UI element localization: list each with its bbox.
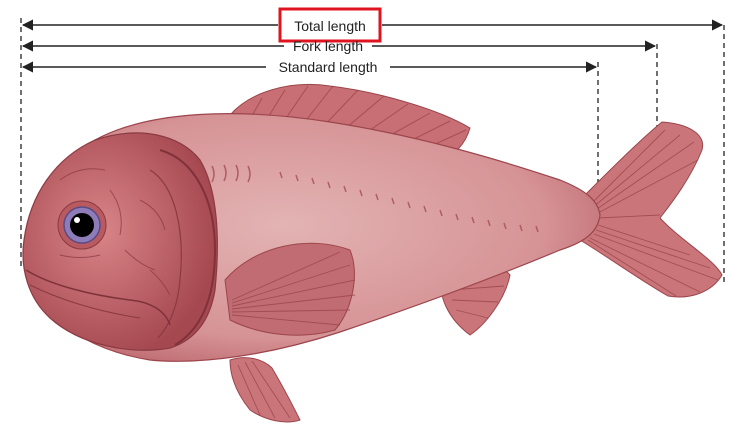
fish-illustration bbox=[23, 84, 722, 421]
standard-length-dimension: Standard length bbox=[23, 59, 596, 75]
standard-length-label: Standard length bbox=[279, 59, 378, 75]
fish-eye bbox=[58, 201, 106, 249]
pelvic-fin bbox=[230, 358, 300, 422]
fish-head bbox=[23, 133, 217, 350]
fork-length-dimension: Fork length bbox=[23, 38, 655, 54]
total-length-label: Total length bbox=[294, 18, 366, 34]
fork-length-label: Fork length bbox=[293, 38, 363, 54]
caudal-fin bbox=[580, 122, 722, 297]
total-length-dimension: Total length bbox=[23, 9, 722, 41]
